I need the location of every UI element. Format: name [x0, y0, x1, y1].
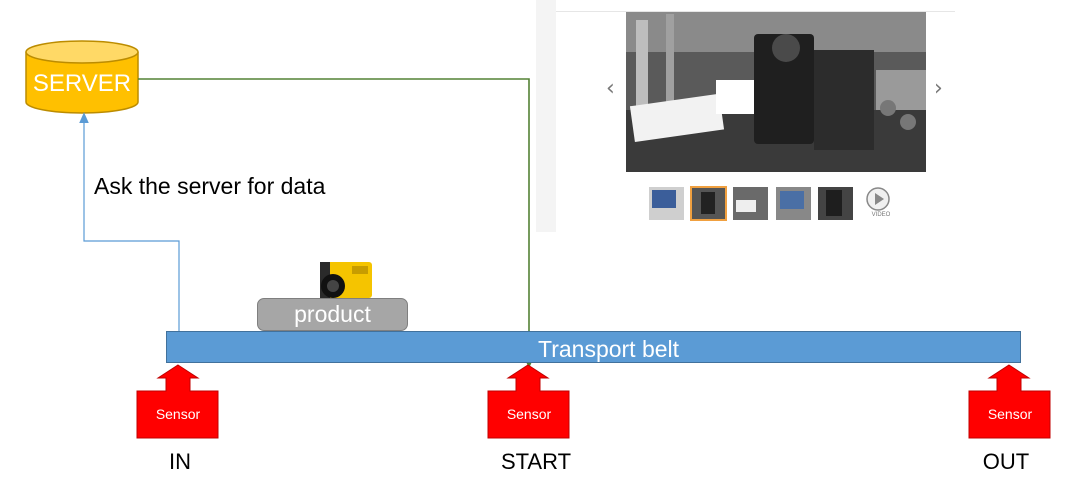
- thumbnail-3[interactable]: [733, 187, 768, 220]
- server-database-icon: [25, 40, 139, 114]
- thumbnail-5[interactable]: [818, 187, 853, 220]
- transport-belt-label: Transport belt: [538, 336, 680, 362]
- position-label-out: OUT: [982, 449, 1030, 474]
- gallery-graphics: [626, 12, 926, 221]
- video-thumbnail-label: VIDEO: [871, 212, 891, 218]
- ask-server-annotation: Ask the server for data: [94, 173, 326, 199]
- gallery-topbar: [556, 0, 955, 12]
- sensor-start-text: Sensor: [506, 406, 552, 422]
- server-label: SERVER: [32, 70, 132, 97]
- sensor-out-shape: [968, 364, 1051, 439]
- position-label-start: START: [500, 449, 572, 474]
- sensor-in-text: Sensor: [155, 406, 201, 422]
- sensor-start-shape: [487, 364, 570, 439]
- response-connector: [138, 78, 536, 369]
- product-box: product: [257, 298, 408, 331]
- gallery-sidebar: [536, 0, 556, 232]
- thumbnail-4[interactable]: [776, 187, 811, 220]
- gallery-prev-icon[interactable]: ‹: [606, 76, 615, 101]
- gallery-next-icon[interactable]: ›: [934, 76, 943, 101]
- transport-belt: [166, 331, 1021, 363]
- position-label-in: IN: [169, 449, 191, 474]
- sensor-in-shape: [136, 364, 219, 439]
- thumbnail-1[interactable]: [649, 187, 684, 220]
- main-product-image: [626, 12, 926, 172]
- product-image-gallery: ‹ › VIDEO: [536, 0, 955, 232]
- thumbnail-2-selected[interactable]: [690, 186, 727, 221]
- video-play-icon[interactable]: [866, 187, 890, 211]
- camera-icon: [320, 262, 372, 298]
- request-connector: [79, 112, 180, 331]
- sensor-out-text: Sensor: [987, 406, 1033, 422]
